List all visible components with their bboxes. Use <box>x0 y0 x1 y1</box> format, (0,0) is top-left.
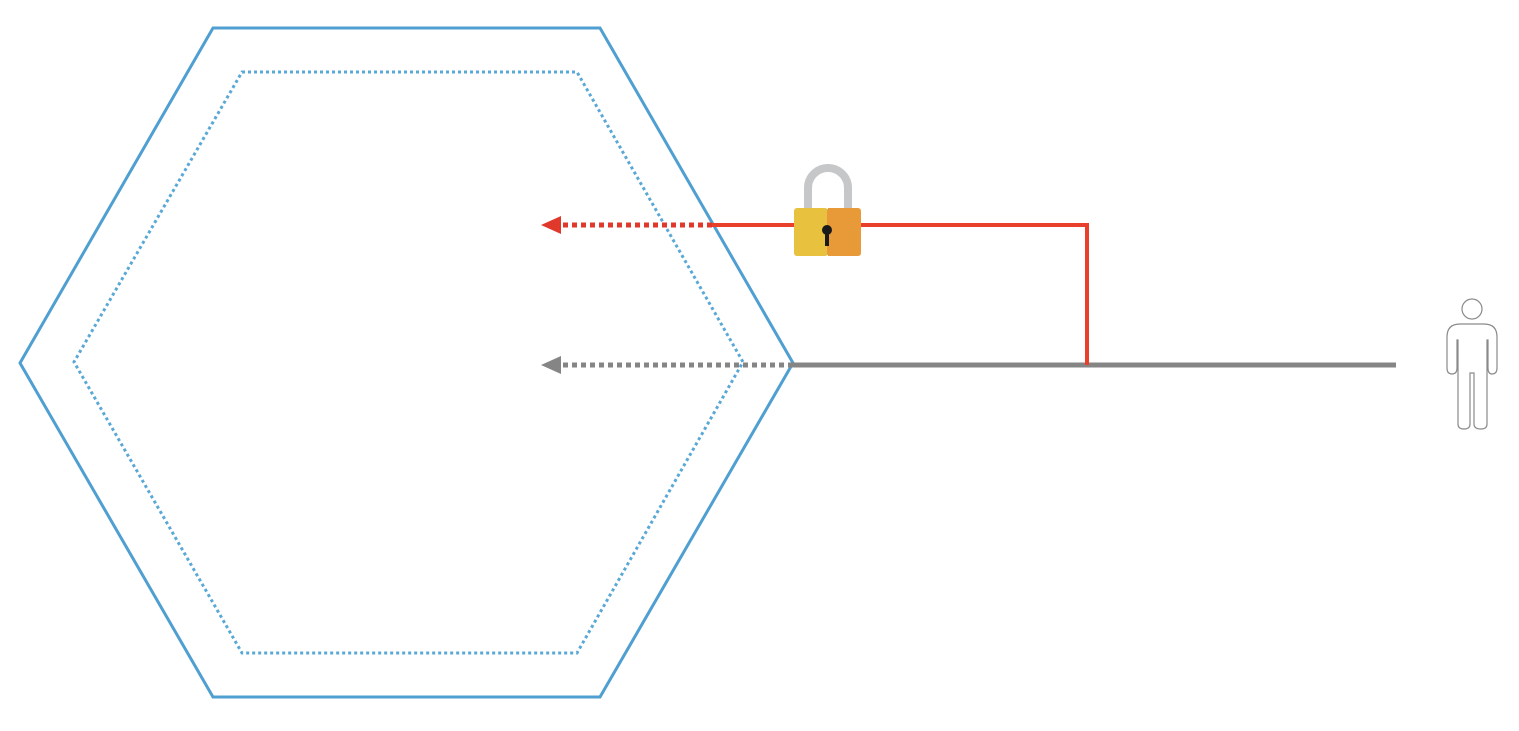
outer-perimeter-hexagon <box>18 26 795 699</box>
padlock-icon <box>794 164 861 256</box>
person-icon <box>1446 298 1498 430</box>
secure-arrow-head-icon <box>541 216 561 234</box>
inner-perimeter-hexagon <box>72 70 745 655</box>
plain-arrow-head-icon <box>541 356 561 374</box>
secure-channel-solid <box>712 223 1089 365</box>
